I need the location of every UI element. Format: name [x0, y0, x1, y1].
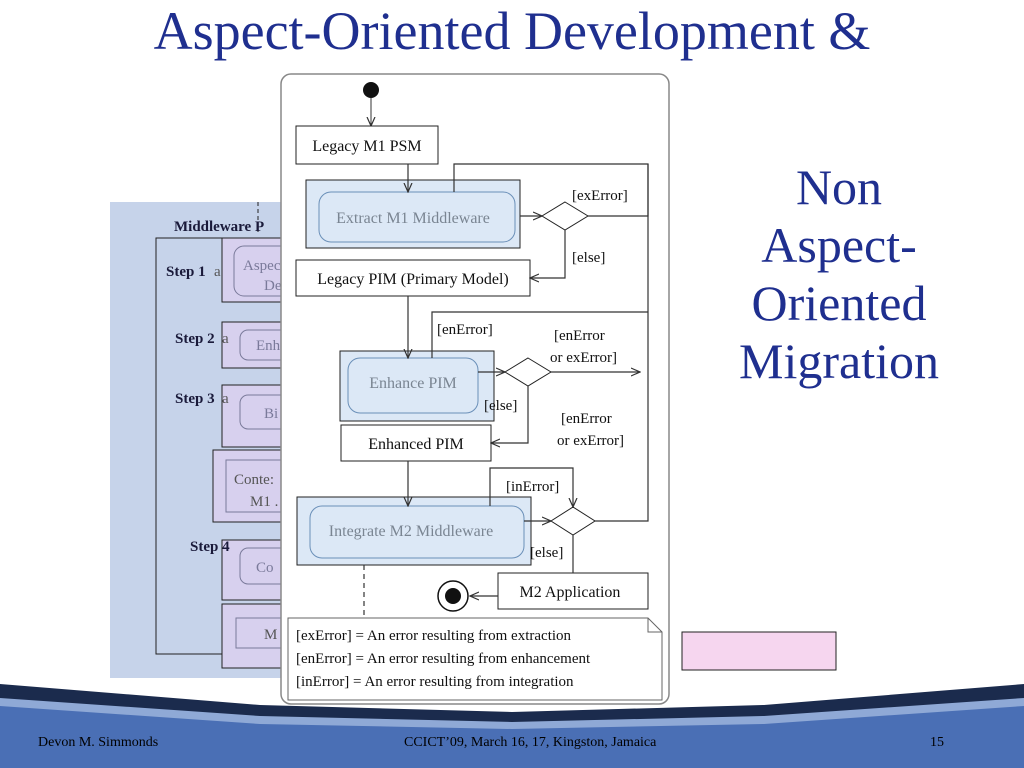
bg-fragment: Aspec — [243, 258, 281, 274]
bg-step-2: Step 2 — [175, 331, 215, 347]
node-enhanced-pim-label: Enhanced PIM — [368, 436, 464, 453]
legend-line: [inError] = An error resulting from inte… — [296, 674, 574, 690]
bg-section-label: Middleware P — [174, 219, 264, 235]
side-caption-line: Aspect- — [761, 217, 917, 273]
slide-title: Aspect-Oriented Development & — [153, 1, 871, 61]
bg-step-1: Step 1 — [166, 264, 206, 280]
bg-fragment: Co — [256, 560, 274, 576]
node-enhanced-pim — [340, 424, 492, 462]
node-legacy-pim — [295, 259, 531, 297]
initial-node — [363, 82, 379, 98]
node-legacy-psm-label: Legacy M1 PSM — [312, 138, 421, 155]
node-m2-application-label: M2 Application — [520, 584, 621, 601]
bg-fragment: Bi — [264, 406, 278, 422]
footer-page-number: 15 — [930, 735, 944, 750]
footer-conference: CCICT’09, March 16, 17, Kingston, Jamaic… — [404, 735, 657, 750]
bg-letter-a-3: a — [222, 391, 229, 407]
guard-else-extract: [else] — [572, 250, 605, 266]
guard-else-enhance: [else] — [484, 398, 517, 414]
bg-letter-a-2: a — [222, 331, 229, 347]
bg-fragment: De — [264, 278, 282, 294]
action-enhance — [347, 357, 479, 414]
bg-fragment: M — [264, 627, 277, 643]
legend-line: [exError] = An error resulting from extr… — [296, 628, 572, 644]
side-caption-line: Migration — [739, 333, 939, 389]
guard-en-or-ex-line2: or exError] — [550, 350, 617, 366]
side-caption-line: Oriented — [751, 275, 927, 331]
action-integrate — [309, 505, 525, 559]
bg-fragment: Enh — [256, 338, 281, 354]
bg-step-4: Step 4 — [190, 539, 230, 555]
side-caption: Non Aspect- Oriented Migration — [704, 158, 974, 390]
footer-author: Devon M. Simmonds — [38, 735, 159, 750]
node-legacy-pim-label: Legacy PIM (Primary Model) — [317, 271, 509, 288]
legend-note — [287, 617, 663, 701]
guard-ex-error: [exError] — [572, 188, 628, 204]
action-extract — [318, 191, 516, 243]
action-extract-label: Extract M1 Middleware — [336, 210, 490, 227]
legend-line: [enError] = An error resulting from enha… — [296, 651, 591, 667]
guard-en-or-ex-b-line1: [enError — [561, 411, 612, 427]
bg-letter-a-1: a — [214, 264, 221, 280]
guard-en-error: [enError] — [437, 322, 493, 338]
bg-fragment: M1 . — [250, 494, 278, 510]
action-enhance-label: Enhance PIM — [369, 375, 457, 392]
guard-else-integrate: [else] — [530, 545, 563, 561]
side-caption-line: Non — [795, 159, 883, 215]
control-flows — [363, 163, 649, 618]
node-legacy-psm — [295, 125, 439, 165]
guard-in-error: [inError] — [506, 479, 559, 495]
bg-fragment: Conte: — [234, 472, 274, 488]
guard-en-or-ex-b-line2: or exError] — [557, 433, 624, 449]
action-integrate-label: Integrate M2 Middleware — [329, 523, 493, 540]
node-m2-application — [497, 572, 649, 610]
guard-en-or-ex-line1: [enError — [554, 328, 605, 344]
bg-step-3: Step 3 — [175, 391, 215, 407]
